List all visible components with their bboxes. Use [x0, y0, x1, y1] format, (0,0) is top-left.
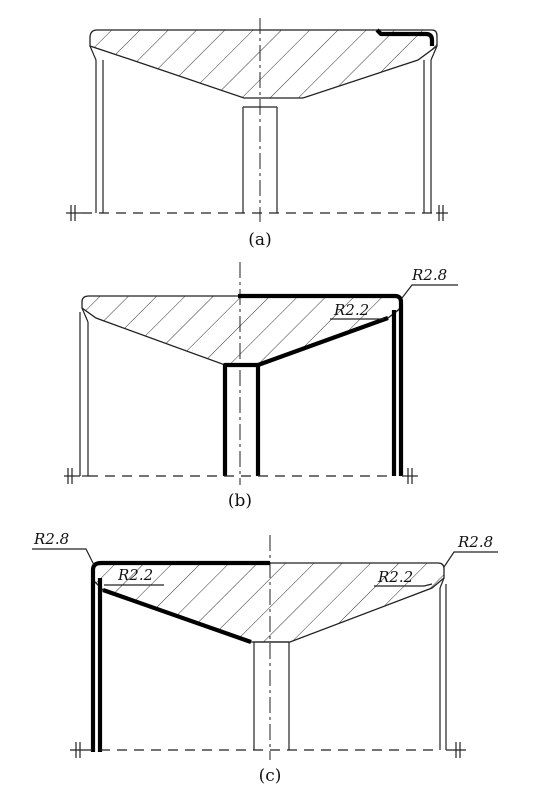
panel-b: R2.8 R2.2 (b)	[64, 262, 458, 511]
break-mark-left-b	[64, 468, 80, 484]
highlight-contour-b	[222, 293, 404, 476]
caption-b: (b)	[228, 491, 252, 511]
radius-label-outer-b: R2.8	[411, 266, 447, 284]
radius-label-inner-right-c: R2.2	[377, 568, 413, 586]
break-mark-left-a	[66, 205, 82, 221]
radius-callout-inner-left-c: R2.2	[104, 566, 164, 586]
caption-a: (a)	[248, 230, 271, 250]
radius-callout-inner-right-c: R2.2	[374, 568, 433, 587]
caption-c: (c)	[259, 766, 282, 786]
break-mark-right-a	[436, 205, 448, 221]
panel-a: (a)	[66, 18, 448, 250]
highlight-contour-a	[375, 28, 435, 46]
radius-callout-outer-left-c: R2.8	[32, 530, 95, 566]
break-mark-right-b	[402, 468, 418, 484]
radius-callout-outer-b: R2.8	[401, 266, 458, 299]
radius-label-inner-left-c: R2.2	[117, 566, 153, 584]
radius-label-outer-left-c: R2.8	[33, 530, 69, 548]
radius-callout-inner-b: R2.2	[330, 301, 384, 320]
radius-label-outer-right-c: R2.8	[457, 533, 493, 551]
highlight-contour-c	[90, 560, 270, 752]
break-mark-right-c	[446, 742, 466, 758]
break-mark-left-c	[70, 742, 92, 758]
panel-c: R2.8 R2.2 R2.8 R2.2 (c)	[32, 530, 498, 786]
radius-callout-outer-right-c: R2.8	[443, 533, 498, 568]
section-a-hatched	[89, 29, 438, 99]
radius-label-inner-b: R2.2	[333, 301, 369, 319]
